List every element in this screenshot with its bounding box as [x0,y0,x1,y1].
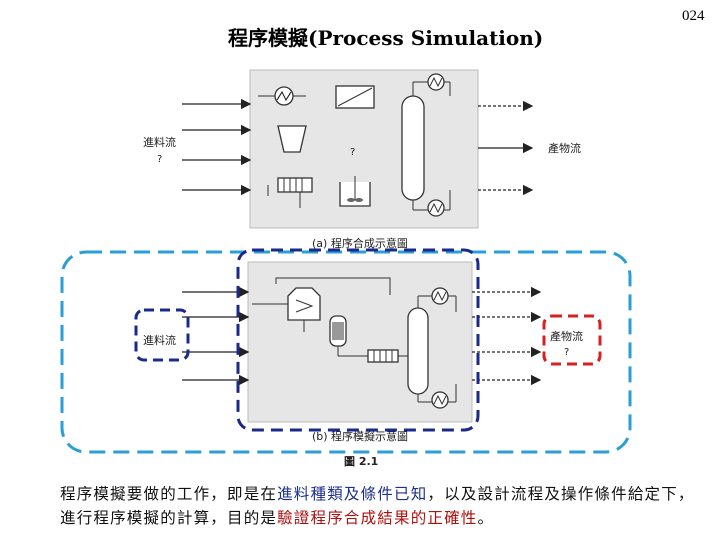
panel-a-feed-label: 進料流 [143,135,176,149]
heater-b-icon [367,349,408,363]
packed-vessel-icon [329,315,368,357]
panel-b-feed-label: 進料流 [143,333,176,347]
panel-a-caption: (a) 程序合成示意圖 [312,236,408,250]
panel-a-center-question: ? [350,147,355,158]
separator-unit-icon [335,85,375,109]
process-figure: ? [60,69,632,468]
panel-b-caption: (b) 程序模擬示意圖 [312,429,408,443]
body-text-seg3: ，以及設計流程及操作條件給定下，進行程序模擬的計算，目的是 [60,485,695,527]
figure-number: 圖 2.1 [344,455,378,468]
body-paragraph: 程序模擬要做的工作，即是在進料種類及條件已知，以及設計流程及操作條件給定下，進行… [60,482,710,530]
body-text-end: 。 [477,509,495,527]
panel-b: 進料流 產物流 ? (b) 程序模擬示意圖 圖 2.1 [143,261,583,468]
feed-highlight-box [134,308,190,362]
mixer-tank-icon [339,176,371,207]
product-highlight-box [542,314,602,366]
body-text-seg1: 程序模擬要做的工作，即是在 [60,485,278,503]
heater-icon [267,177,313,208]
heat-exchanger-icon [258,86,306,106]
distillation-column-b-icon [407,287,457,409]
furnace-icon [287,287,321,332]
process-highlight-box [236,248,480,432]
page-number: 024 [682,8,705,24]
body-text-verify: 驗證程序合成結果的正確性 [277,509,478,527]
panel-a: ? [143,69,581,250]
slide-title: 程序模擬(Process Simulation) [228,26,544,50]
distillation-column-a-icon [401,73,451,217]
panel-b-product-question: ? [564,347,569,358]
panel-b-product-label: 產物流 [550,329,583,343]
outer-highlight-box [60,250,632,454]
cyclone-icon [277,125,307,153]
panel-a-feed-question: ? [157,154,162,165]
panel-a-product-label: 產物流 [548,141,581,155]
recycle-line [275,277,391,295]
body-text-feed-known: 進料種類及條件已知 [277,485,428,503]
